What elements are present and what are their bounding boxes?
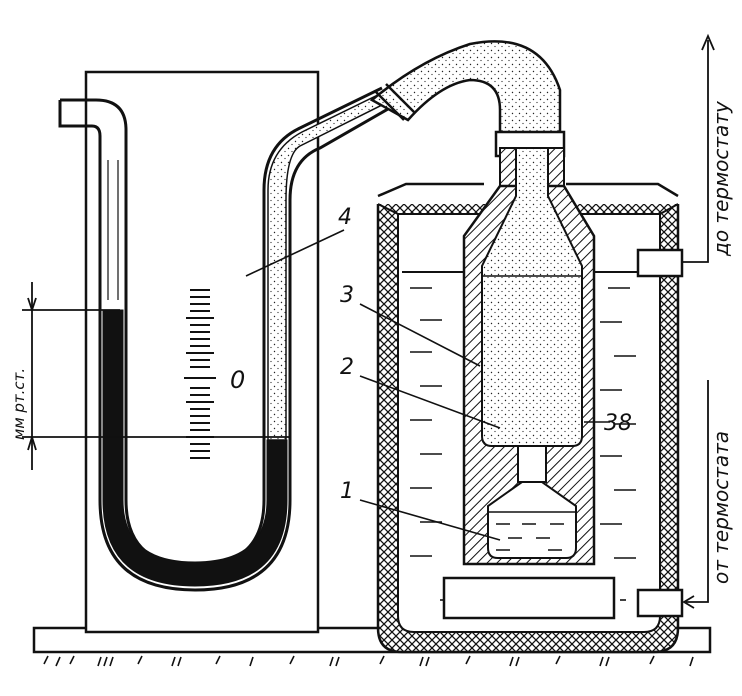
inlet-port <box>636 588 684 618</box>
outlet-port <box>636 248 684 278</box>
connecting-hose <box>369 40 566 158</box>
outlet-arrow <box>701 33 715 51</box>
to-thermostat-label: до термостату <box>709 100 733 257</box>
manometer-scale <box>184 289 216 459</box>
label-38: 38 <box>604 411 632 436</box>
label-1: 1 <box>340 479 354 504</box>
stand-block <box>442 576 616 620</box>
u-tube-manometer <box>58 86 396 592</box>
pressure-dimension <box>22 282 290 470</box>
label-4: 4 <box>338 205 352 230</box>
reaction-chamber <box>462 147 596 566</box>
thermostat-ports <box>636 33 715 618</box>
from-thermostat-label: от термостата <box>709 431 733 584</box>
pressure-unit-label: мм рт.ст. <box>10 368 28 440</box>
label-3: 3 <box>340 283 354 308</box>
zero-mark-label: 0 <box>230 366 245 394</box>
inlet-arrow <box>682 595 695 609</box>
label-2: 2 <box>340 355 354 380</box>
leader-lines <box>245 229 610 541</box>
